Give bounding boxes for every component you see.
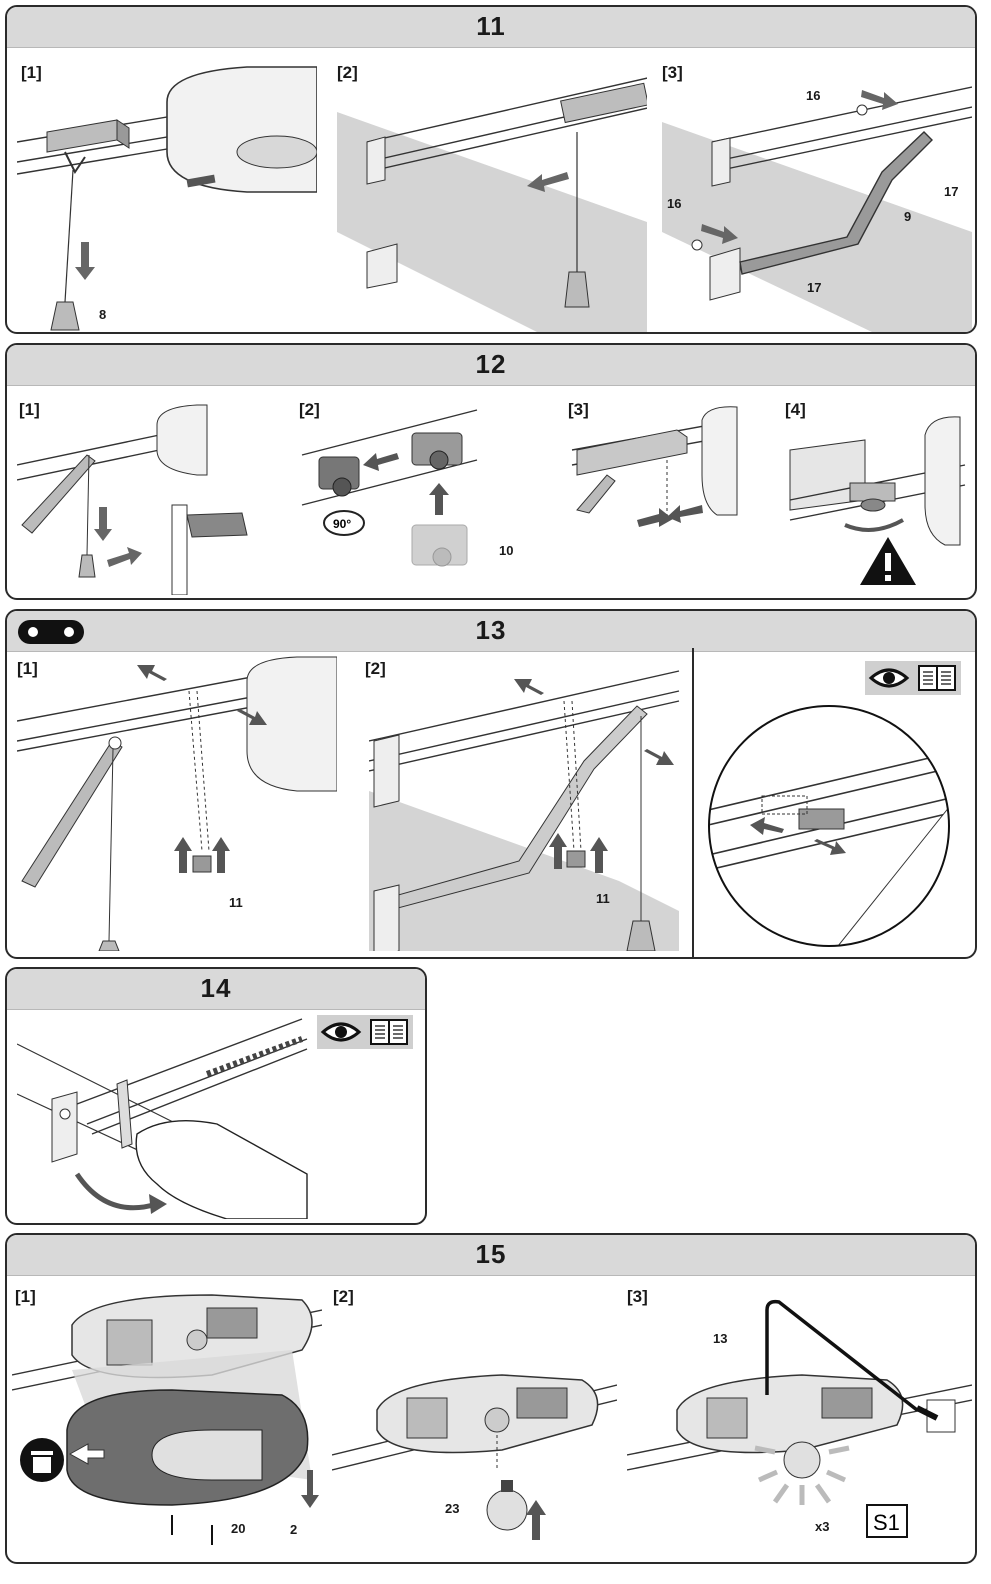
step-11-callout-pin-left: 16 — [667, 196, 682, 211]
step-13-title: 13 — [475, 615, 507, 645]
step-15-panel: 15 [1] [2] [3] 20 2 23 — [5, 1233, 977, 1564]
step-11-fig-1-illustration — [17, 66, 317, 331]
step-13-fig-1-illustration — [17, 656, 337, 951]
step-15-sub-1: [1] — [15, 1287, 36, 1306]
step-13-sub-1: [1] — [17, 659, 38, 678]
eye-manual-icon-2 — [317, 1015, 413, 1049]
step-14-fig-illustration — [17, 1018, 308, 1219]
step-13-detail-magnifier — [708, 705, 950, 947]
step-15-callout-cover: 2 — [290, 1522, 298, 1537]
step-11-header: 11 — [7, 7, 975, 48]
step-14-title: 14 — [200, 973, 232, 1003]
step-15-sub-2: [2] — [333, 1287, 354, 1306]
step-13-sub-2: [2] — [365, 659, 386, 678]
step-12-fig-4-illustration — [789, 416, 966, 585]
step-12-sub-1: [1] — [19, 400, 40, 419]
step-15-fig-2-illustration — [332, 1374, 617, 1540]
step-11-callout-pin-top: 16 — [806, 88, 821, 103]
step-15-sub-3: [3] — [627, 1287, 648, 1306]
step-13-divider — [692, 648, 694, 957]
step-15-display-readout: S1 — [873, 1510, 900, 1535]
step-12-fig-3-illustration — [571, 406, 738, 527]
step-11-callout-handle: 8 — [99, 307, 107, 322]
step-11-panel: 11 [1] [2] [3] 8 16 — [5, 5, 977, 334]
step-11-title: 11 — [476, 11, 506, 41]
step-15-title: 15 — [475, 1239, 507, 1269]
step-11-sub-1: [1] — [21, 63, 42, 82]
step-15-callout-flash-count: x3 — [815, 1519, 830, 1534]
step-12-fig-1-illustration — [17, 404, 248, 595]
step-13-fig-2-illustration — [369, 670, 680, 951]
step-12-sub-4: [4] — [785, 400, 806, 419]
step-12-title: 12 — [475, 349, 507, 379]
chain-link-icon — [18, 620, 84, 644]
step-11-callout-screw-bottom: 17 — [807, 280, 822, 295]
step-15-header: 15 — [7, 1235, 975, 1276]
step-15-callout-screws: 20 — [231, 1521, 246, 1536]
step-13-panel: 13 [1] [2] 11 11 — [5, 609, 977, 959]
step-12-panel: 12 [1] [2] [3] [4] 90° 10 — [5, 343, 977, 600]
step-13-callout-block-left: 11 — [229, 895, 243, 910]
step-11-callout-arm: 9 — [904, 209, 912, 224]
step-13-header: 13 — [7, 611, 975, 652]
step-11-callout-screw-top: 17 — [944, 184, 959, 199]
step-13-callout-block-right: 11 — [596, 891, 610, 906]
step-15-callout-cable: 13 — [713, 1331, 728, 1346]
step-11-sub-2: [2] — [337, 63, 358, 82]
step-12-header: 12 — [7, 345, 975, 386]
step-11-fig-3-illustration — [662, 86, 972, 332]
step-14-panel: 14 — [5, 967, 427, 1225]
step-12-rotate-label: 90° — [333, 517, 351, 531]
step-12-callout-shoe: 10 — [499, 543, 514, 558]
step-11-fig-2-illustration — [337, 77, 647, 332]
eye-manual-icon — [865, 661, 961, 695]
step-15-fig-1-illustration — [12, 1294, 322, 1545]
step-12-sub-2: [2] — [299, 400, 320, 419]
step-12-sub-3: [3] — [568, 400, 589, 419]
step-11-sub-3: [3] — [662, 63, 683, 82]
step-15-fig-3-illustration: S1 — [627, 1299, 972, 1538]
step-12-fig-2-illustration: 90° — [301, 409, 478, 567]
step-15-callout-bulb: 23 — [445, 1501, 460, 1516]
step-14-header: 14 — [7, 969, 425, 1010]
